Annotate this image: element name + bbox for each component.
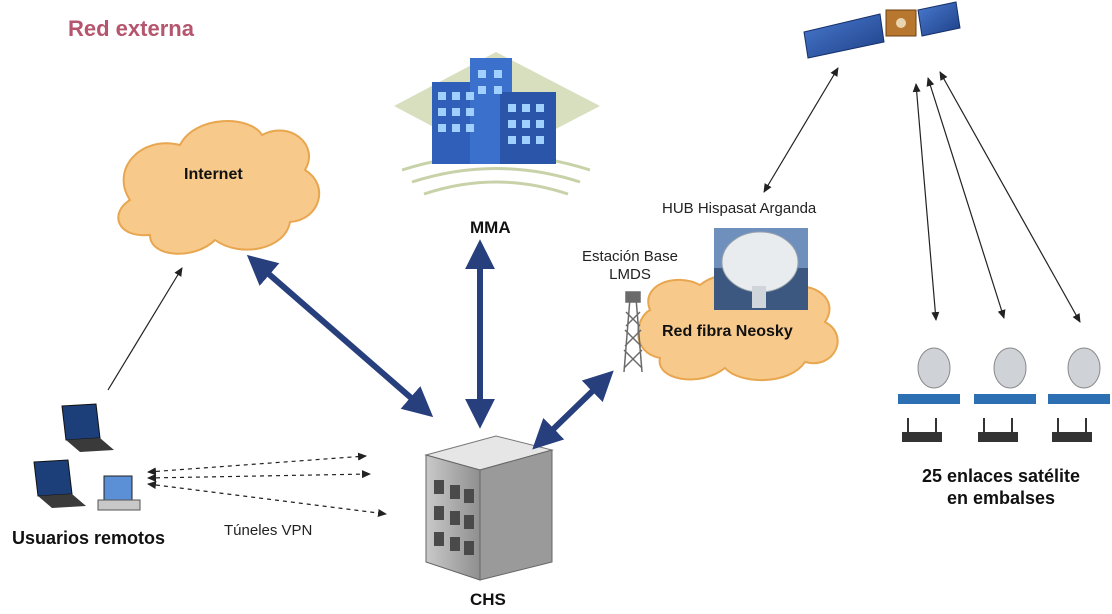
satellite-links-label-line2: en embalses (946, 488, 1056, 508)
remote-site-icon (898, 347, 960, 442)
desktop-pc-icon (97, 475, 141, 511)
hub-dish-photo (714, 228, 808, 310)
remote-site-icon (974, 347, 1036, 442)
internet-label: Internet (184, 166, 243, 183)
lmds-tower-icon (623, 291, 643, 373)
mma-label: MMA (470, 218, 511, 237)
chs-label: CHS (470, 590, 506, 609)
lmds-label-line1: Estación Base (582, 248, 678, 265)
neosky-label: Red fibra Neosky (662, 323, 793, 340)
chs-neosky-link (532, 370, 614, 450)
laptop-icon (61, 403, 114, 452)
remote-site-icon (1048, 347, 1110, 442)
chs-internet-link (246, 254, 434, 418)
lmds-label-line2: LMDS (609, 266, 651, 283)
satellite-icon (803, 1, 961, 59)
users-internet-link (107, 267, 183, 391)
satellite-site-link (926, 77, 1006, 319)
laptop-icon (33, 459, 86, 508)
satellite-site-link (939, 71, 1081, 323)
satellite-site-link (912, 83, 940, 321)
internet-cloud (117, 120, 321, 255)
vpn-label: Túneles VPN (224, 522, 313, 539)
hub-label: HUB Hispasat Arganda (662, 200, 817, 217)
hub-satellite-link (763, 67, 839, 193)
remote-users-label: Usuarios remotos (12, 528, 166, 548)
diagram-title: Red externa (68, 16, 194, 41)
satellite-links-label-line1: 25 enlaces satélite (921, 466, 1081, 486)
mma-building-icon (394, 52, 600, 196)
chs-building-icon (424, 435, 554, 581)
vpn-tunnels (147, 452, 387, 517)
